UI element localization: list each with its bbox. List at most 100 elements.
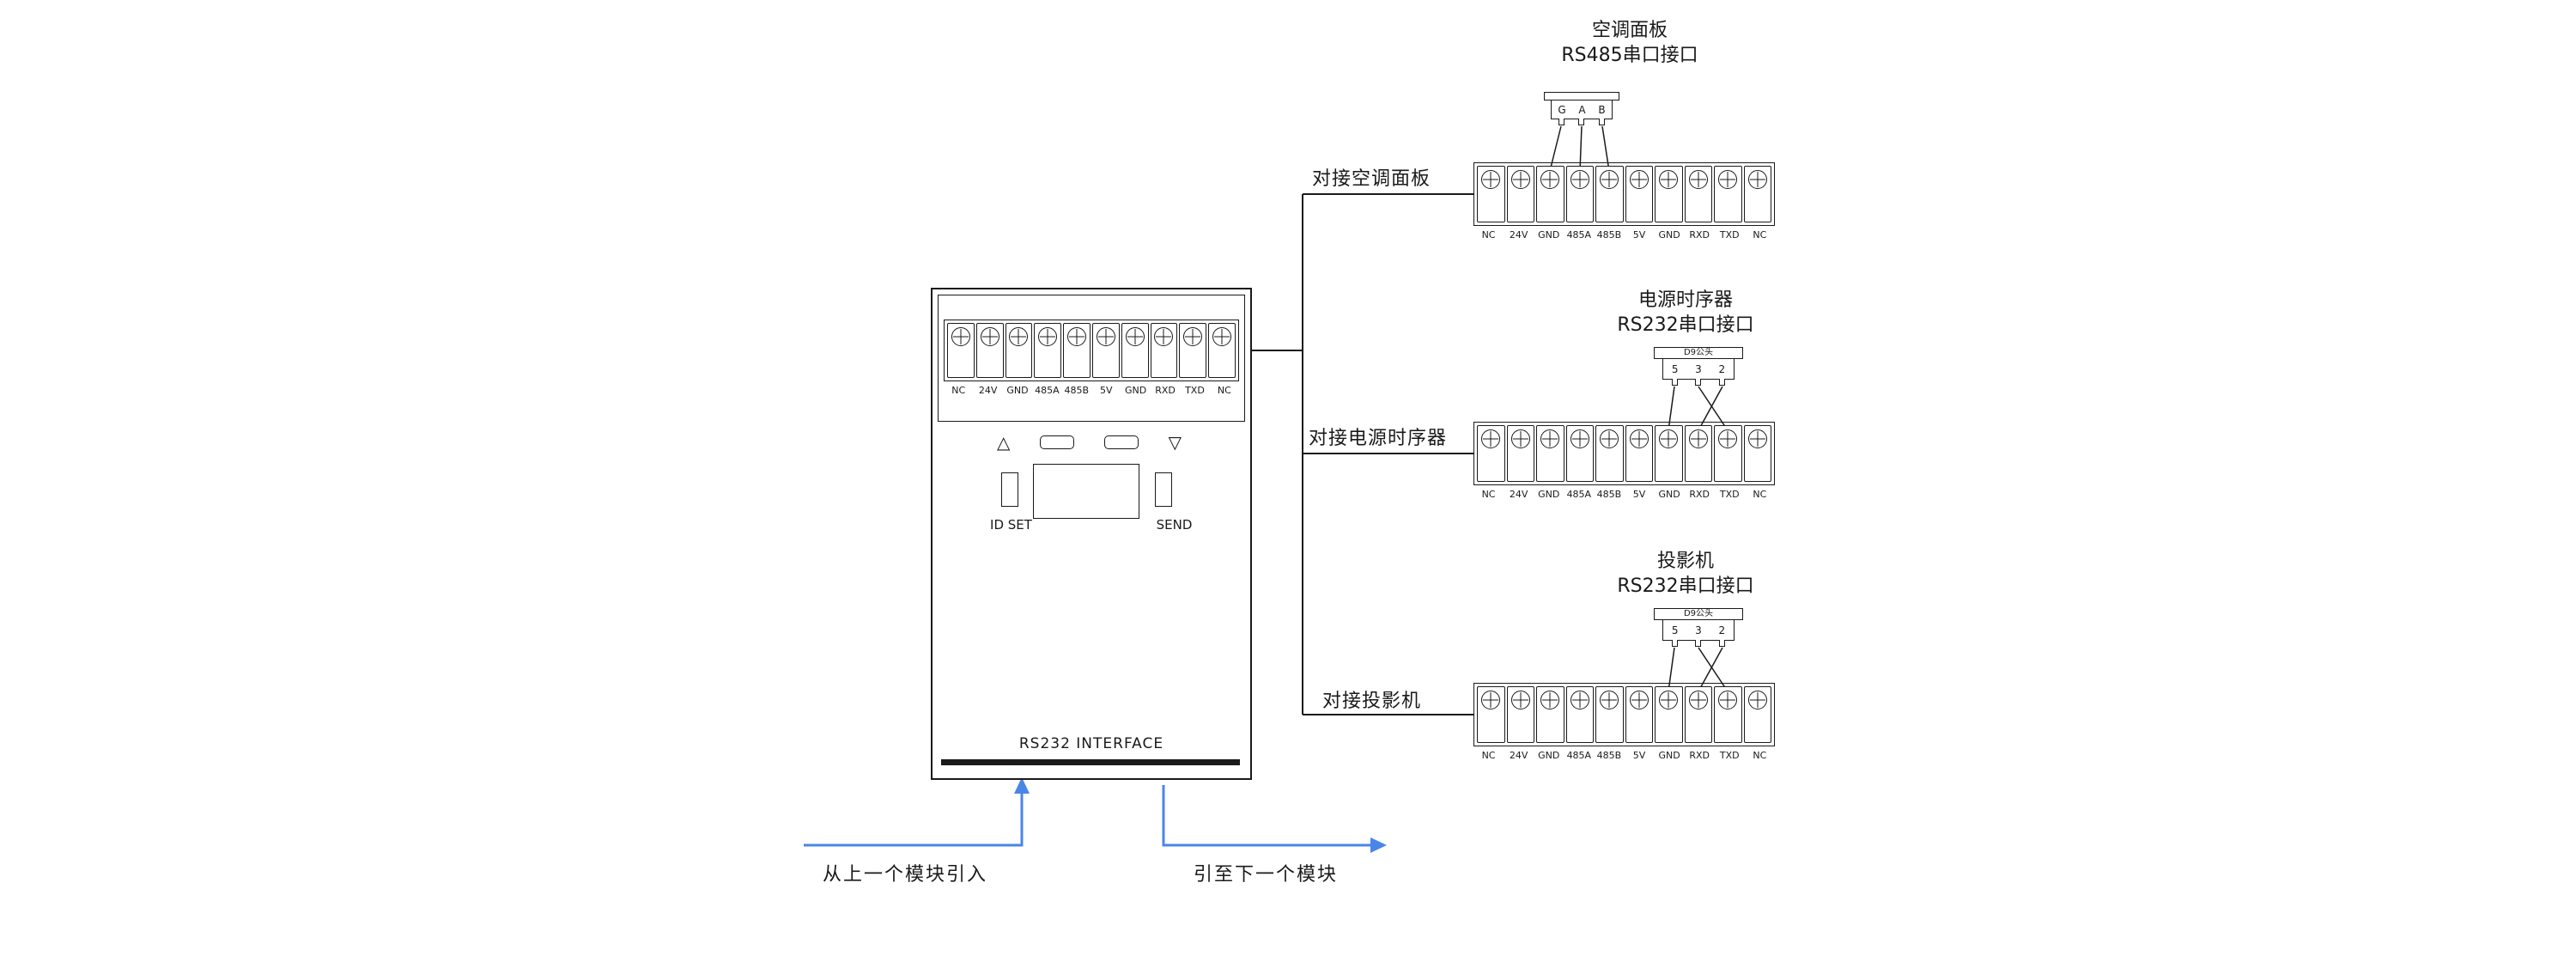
- terminal-label: GND: [1006, 385, 1029, 396]
- screw-terminal: [1506, 166, 1534, 222]
- connector-pin: [1718, 379, 1725, 386]
- screw-terminal-icon: [1540, 429, 1560, 448]
- screw-terminal: [1477, 686, 1505, 743]
- screw-terminal-icon: [1510, 429, 1530, 448]
- connector-pin: [1672, 640, 1679, 647]
- terminal-label: TXD: [1719, 229, 1740, 240]
- id-set-button: [1001, 472, 1018, 507]
- screw-terminal-icon: [1009, 327, 1029, 346]
- screw-terminal-icon: [1688, 691, 1708, 709]
- terminal-label: NC: [1481, 750, 1496, 761]
- screw-terminal: [1565, 425, 1594, 482]
- terminal-label: TXD: [1719, 750, 1740, 761]
- terminal-label: GND: [1538, 489, 1560, 500]
- screw-terminal: [1684, 425, 1712, 482]
- display-window: [1033, 464, 1139, 519]
- screw-terminal: [1743, 166, 1771, 222]
- screw-terminal-icon: [1629, 691, 1649, 709]
- send-button: [1155, 472, 1172, 507]
- screw-terminal: [1063, 323, 1091, 378]
- screw-terminal: [1714, 425, 1742, 482]
- terminal-label: NC: [951, 385, 966, 396]
- screw-terminal: [1714, 686, 1742, 743]
- screw-terminal-icon: [1125, 327, 1145, 346]
- terminal-label: GND: [1658, 750, 1680, 761]
- send-label: SEND: [1156, 517, 1193, 533]
- terminal-label: 485B: [1064, 385, 1090, 396]
- connector-pin-label: G: [1558, 103, 1566, 116]
- connector-pin-label: 3: [1695, 624, 1702, 636]
- screw-terminal-icon: [1540, 170, 1560, 189]
- terminal-label: NC: [1481, 229, 1496, 240]
- connector-plate: D9公头: [1654, 347, 1743, 359]
- module-button-row: △ ▽: [997, 434, 1182, 451]
- screw-terminal-icon: [1659, 691, 1679, 709]
- terminal-label: RXD: [1689, 750, 1710, 761]
- screw-terminal: [1034, 323, 1062, 378]
- screw-terminal: [1506, 686, 1534, 743]
- incoming-flow-label: 从上一个模块引入: [823, 864, 988, 886]
- screw-terminal: [1625, 425, 1653, 482]
- connector-plate: D9公头: [1654, 608, 1743, 620]
- screw-terminal: [1536, 166, 1564, 222]
- device-port-type: RS485串口接口: [1561, 44, 1698, 66]
- screw-terminal-icon: [1629, 170, 1649, 189]
- device-title-power-sequencer: 电源时序器 RS232串口接口: [1557, 289, 1814, 338]
- screw-terminal: [1684, 686, 1712, 743]
- screw-terminal: [1208, 323, 1236, 378]
- screw-terminal: [1506, 425, 1534, 482]
- terminal-label: RXD: [1689, 489, 1710, 500]
- screw-terminal: [1595, 686, 1624, 743]
- connector-title: D9公头: [1683, 348, 1714, 357]
- terminal-label: TXD: [1719, 489, 1740, 500]
- connector-pin: [1718, 640, 1725, 647]
- screw-terminal-icon: [1067, 327, 1087, 346]
- screw-terminal: [1536, 425, 1564, 482]
- terminal-label: 24V: [1509, 489, 1528, 500]
- screw-terminal-icon: [1510, 170, 1530, 189]
- screw-terminal: [947, 323, 975, 378]
- connector-pin: [1578, 119, 1585, 125]
- screw-terminal: [1121, 323, 1149, 378]
- screw-terminal-icon: [1718, 691, 1738, 709]
- screw-terminal-icon: [1688, 429, 1708, 448]
- screw-terminal-icon: [1747, 691, 1767, 709]
- branch-label-ac-panel: 对接空调面板: [1312, 168, 1431, 190]
- connector-pin: [1672, 379, 1679, 386]
- terminal-label: GND: [1125, 385, 1147, 396]
- screw-terminal-icon: [1659, 429, 1679, 448]
- terminal-label: 485A: [1035, 385, 1060, 396]
- up-arrow-button: △: [997, 432, 1011, 453]
- screw-terminal-icon: [1154, 327, 1174, 346]
- down-arrow-button: ▽: [1168, 432, 1182, 453]
- screw-terminal-icon: [1747, 429, 1767, 448]
- branch-label-power-sequencer: 对接电源时序器: [1309, 428, 1448, 449]
- screw-terminal-icon: [1688, 170, 1708, 189]
- module-bottom-bar: [941, 759, 1240, 765]
- screw-terminal: [1655, 425, 1683, 482]
- screw-terminal-icon: [1510, 691, 1530, 709]
- screw-terminal: [1477, 425, 1505, 482]
- connector-pin-label: A: [1578, 103, 1586, 116]
- incoming-flow-line: [804, 790, 1024, 847]
- screw-terminal: [1743, 425, 1771, 482]
- screw-terminal-icon: [1600, 691, 1619, 709]
- terminal-label: 5V: [1632, 750, 1646, 761]
- terminal-label: 485A: [1566, 489, 1592, 500]
- device-port-type: RS232串口接口: [1617, 314, 1754, 336]
- module-title: RS232 INTERFACE: [1018, 735, 1164, 752]
- terminal-label: 24V: [978, 385, 998, 396]
- screw-terminal: [1536, 686, 1564, 743]
- connector-pin: [1695, 379, 1702, 386]
- screw-terminal: [1595, 425, 1624, 482]
- terminal-label: 24V: [1509, 229, 1528, 240]
- terminal-label: GND: [1658, 229, 1680, 240]
- screw-terminal: [1625, 686, 1653, 743]
- connector-pin: [1558, 119, 1565, 125]
